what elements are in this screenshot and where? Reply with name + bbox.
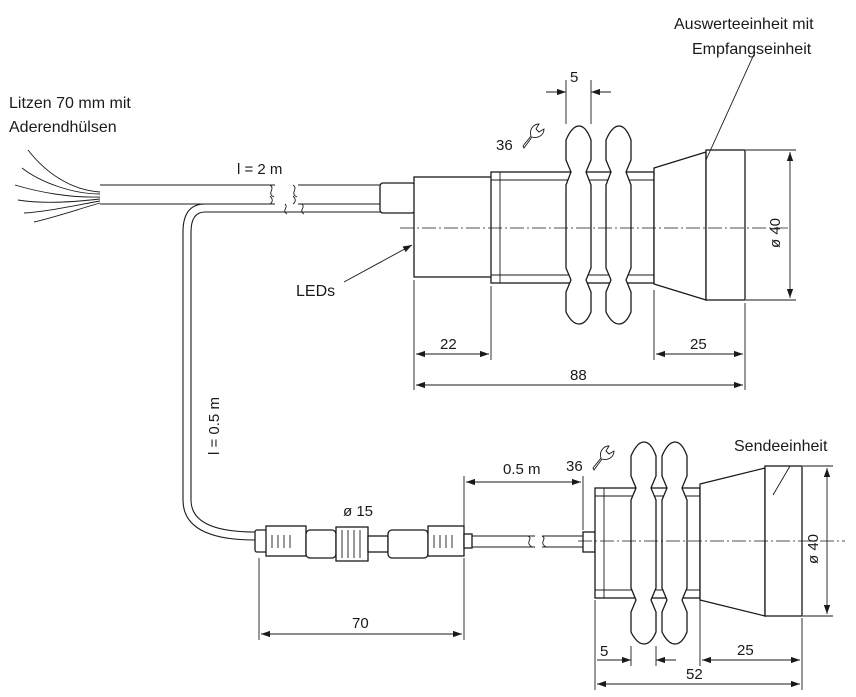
wires-label-line2: Aderendhülsen <box>9 119 117 136</box>
length-25-bottom: 25 <box>737 642 754 659</box>
nut-width-top: 5 <box>570 69 578 86</box>
leds-label: LEDs <box>296 283 335 300</box>
diameter-40-bottom: ø 40 <box>805 534 822 564</box>
extension-lines <box>258 80 833 690</box>
receiver-sensor <box>379 125 790 325</box>
diameter-15: ø 15 <box>343 503 373 520</box>
wrench-size-bottom: 36 <box>566 458 583 475</box>
dimension-lines <box>261 88 831 688</box>
length-25-top: 25 <box>690 336 707 353</box>
wrench-icon <box>522 123 545 149</box>
wires-label-line1: Litzen 70 mm mit <box>9 95 131 112</box>
transmitter-sensor <box>578 441 845 645</box>
length-52: 52 <box>686 666 703 683</box>
loop-cable <box>182 203 256 541</box>
cable-loop-length: l = 0.5 m <box>206 397 223 455</box>
nut-width-bottom: 5 <box>600 643 608 660</box>
length-22: 22 <box>440 336 457 353</box>
transmitter-label: Sendeeinheit <box>734 438 828 455</box>
length-88: 88 <box>570 367 587 384</box>
length-70: 70 <box>352 615 369 632</box>
receiver-label-line1: Auswerteeinheit mit <box>674 16 814 33</box>
wrench-size-top: 36 <box>496 137 513 154</box>
receiver-label-line2: Empfangseinheit <box>692 41 812 58</box>
top-cable <box>100 184 380 215</box>
diameter-40-top: ø 40 <box>767 218 784 248</box>
wrench-icon <box>592 445 615 471</box>
cable-top-length: l = 2 m <box>237 161 282 178</box>
cable-bottom-length: 0.5 m <box>503 461 541 478</box>
wire-strands <box>14 149 101 223</box>
leader-lines <box>343 51 791 496</box>
connector-assembly <box>254 525 583 562</box>
